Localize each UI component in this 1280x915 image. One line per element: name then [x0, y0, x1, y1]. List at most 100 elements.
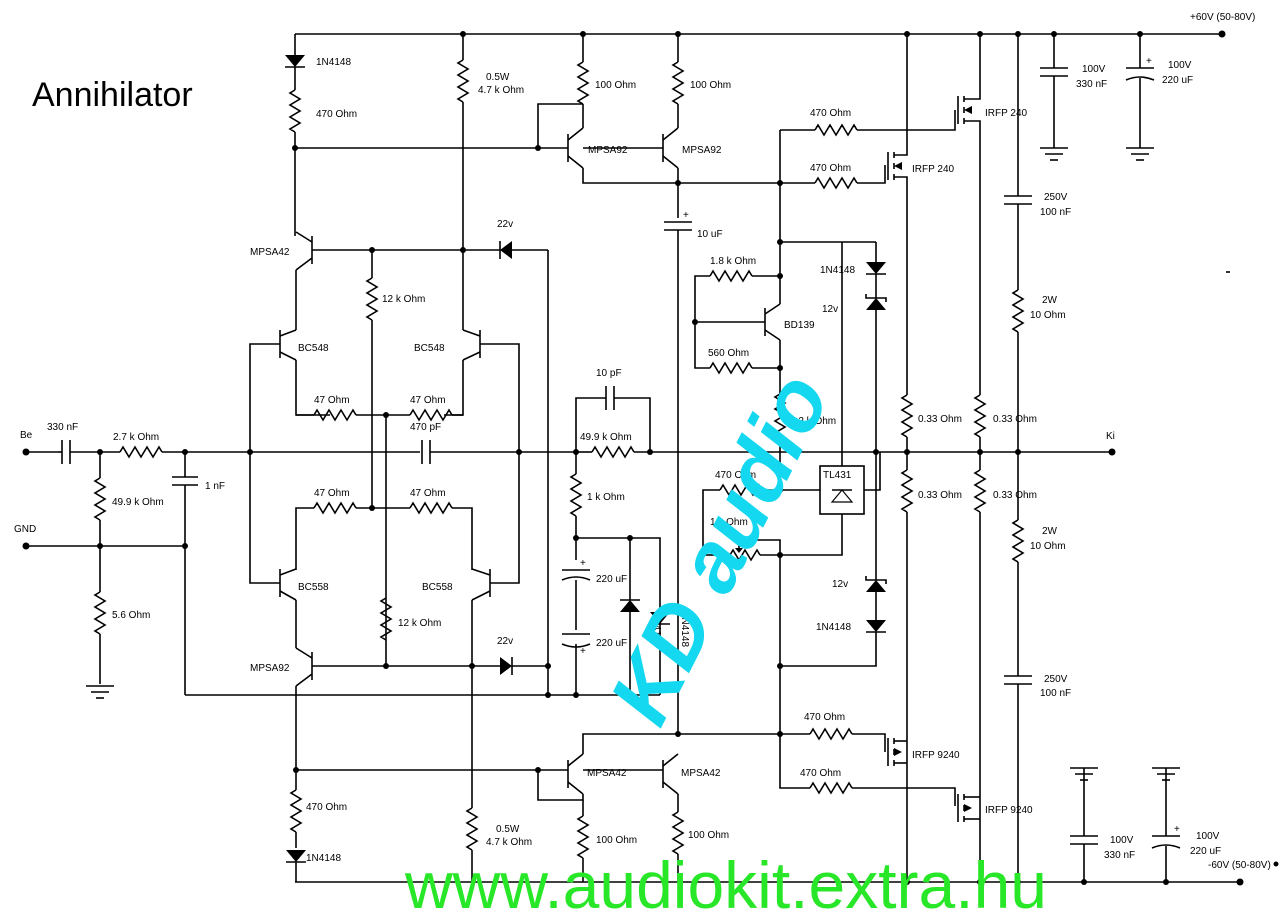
- bottom-mirror-resistor-a: 100 Ohm: [576, 800, 637, 882]
- mosfet-irfp9240-1: IRFP 9240: [887, 738, 960, 766]
- input-coupling-capacitor: 330 nF: [47, 422, 120, 464]
- c-10u-plus: +: [683, 210, 689, 221]
- protection-diode-top: 1N4148: [820, 242, 886, 276]
- bottom-mirror-resistor-b: 100 Ohm: [671, 794, 729, 882]
- bottom-mirror-transistor-b: MPSA42: [583, 753, 721, 795]
- c-bot-2-label: 220 uF: [1190, 846, 1221, 857]
- mosfet-irfp240-2: IRFP 240: [887, 34, 954, 395]
- ground-terminal: GND: [14, 524, 185, 550]
- zobel-resistor-bottom: 2W 10 Ohm: [1011, 452, 1066, 676]
- r-1k8-label: 1.8 k Ohm: [710, 256, 756, 267]
- q-bot-a-label: MPSA42: [587, 768, 627, 779]
- d-prot-bot-label: 1N4148: [816, 622, 851, 633]
- r-top-mid-w-label: 0.5W: [486, 72, 510, 83]
- top-transistor-mpsa42: MPSA42: [250, 148, 372, 330]
- filter-capacitor: 1 nF: [172, 449, 225, 695]
- r-47-1-label: 47 Ohm: [314, 395, 350, 406]
- r-1k-tl-label: 1 k Ohm: [710, 517, 748, 528]
- c-bot-1-v-label: 100V: [1110, 835, 1134, 846]
- r-in-label: 2.7 k Ohm: [113, 432, 159, 443]
- q-bias-label: BD139: [784, 320, 815, 331]
- r-bot-mid-label: 4.7 k Ohm: [486, 837, 532, 848]
- top-mirror-resistor-b: 100 Ohm: [671, 31, 731, 128]
- feedback-diode-a: 1N4148: [620, 538, 662, 695]
- r-1k2-label: 1.2 k Ohm: [790, 416, 836, 427]
- r-s2-label: 0.33 Ohm: [993, 414, 1037, 425]
- z-prot-top-label: 12v: [822, 304, 838, 315]
- stray-dot: [1273, 861, 1279, 867]
- resistor-1k: 1 k Ohm: [569, 452, 625, 560]
- source-resistor-2: 0.33 Ohm: [973, 394, 1037, 452]
- q-top-a-label: MPSA92: [588, 145, 628, 156]
- r-bot-label: 470 Ohm: [306, 802, 347, 813]
- c-top-2-label: 220 uF: [1162, 75, 1193, 86]
- c-10p-label: 10 pF: [596, 368, 622, 379]
- q-diff-p2-label: BC548: [414, 343, 445, 354]
- r-bot-b-label: 100 Ohm: [688, 830, 729, 841]
- c-220-a-plus: +: [580, 558, 586, 569]
- z-top-label: 22v: [497, 219, 513, 230]
- r-zob-t-label: 10 Ohm: [1030, 310, 1066, 321]
- resistor-47-top-left: 47 Ohm: [296, 395, 410, 422]
- r-560-label: 560 Ohm: [708, 348, 749, 359]
- q-diff-n1-label: BC558: [298, 582, 329, 593]
- bias-resistor-1k2: 1.2 k Ohm: [773, 393, 836, 490]
- url-watermark: www.audiokit.extra.hu: [404, 848, 1047, 915]
- c-top-2-plus: +: [1146, 56, 1152, 67]
- d-fb-b-label: 1N4148: [679, 612, 690, 647]
- r-47-4-label: 47 Ohm: [410, 488, 446, 499]
- r-top-mid-label: 4.7 k Ohm: [478, 85, 524, 96]
- resistor-12k-top: 12 k Ohm: [365, 250, 425, 510]
- source-resistor-3: 0.33 Ohm: [900, 452, 962, 882]
- r-s3-label: 0.33 Ohm: [918, 490, 962, 501]
- q-bot-label: MPSA92: [250, 663, 290, 674]
- zobel-resistor-top: 2W 10 Ohm: [1011, 289, 1066, 452]
- capacitor-220uf-b: + 220 uF: [561, 633, 627, 695]
- d-top-label: 1N4148: [316, 57, 351, 68]
- d-fb-a-label: 1N4148: [651, 612, 662, 647]
- resistor-12k-bottom: 12 k Ohm: [379, 597, 441, 641]
- input-label: Be: [20, 430, 33, 441]
- c-zob-b-label: 100 nF: [1040, 688, 1071, 699]
- r-47-3-label: 47 Ohm: [314, 488, 350, 499]
- zobel-capacitor-top: 250V 100 nF: [1004, 192, 1071, 290]
- r-g3-label: 470 Ohm: [804, 712, 845, 723]
- mosfet-irfp9240-2: IRFP 9240: [957, 794, 1033, 822]
- r-1k-label: 1 k Ohm: [587, 492, 625, 503]
- bottom-diode-1n4148: 1N4148: [286, 850, 341, 882]
- ground-label: GND: [14, 524, 36, 535]
- rail-capacitor-330nf-bottom: 100V 330 nF: [1070, 767, 1135, 885]
- m-n1-label: IRFP 9240: [912, 750, 960, 761]
- rail-capacitor-220uf-bottom: + 100V 220 uF: [1151, 767, 1221, 885]
- d-bot-label: 1N4148: [306, 853, 341, 864]
- r-470-tl-label: 470 Ohm: [715, 470, 756, 481]
- zener-22v-top: 22v: [497, 219, 548, 259]
- protection-diode-bottom: 1N4148: [780, 592, 886, 667]
- input-terminal: Be: [20, 430, 58, 456]
- mosfet-irfp240-1: IRFP 240: [957, 34, 1027, 395]
- q-diff-p1-label: BC548: [298, 343, 329, 354]
- r-zob-b-w-label: 2W: [1042, 526, 1058, 537]
- r-top-b-label: 100 Ohm: [690, 80, 731, 91]
- input-resistor: 2.7 k Ohm: [113, 432, 250, 459]
- source-resistor-4: 0.33 Ohm: [973, 452, 1037, 882]
- q-bot-b-label: MPSA42: [681, 768, 721, 779]
- zobel-capacitor-bottom: 250V 100 nF: [1004, 674, 1071, 882]
- c-bot-2-v-label: 100V: [1196, 831, 1220, 842]
- rail-capacitor-330nf-top: 100V 330 nF: [1040, 31, 1107, 161]
- tl431-regulator: TL431: [780, 242, 881, 556]
- tl-label: TL431: [823, 470, 852, 481]
- diff-transistor-p2: BC548: [414, 329, 520, 452]
- r-bot-mid-w-label: 0.5W: [496, 824, 520, 835]
- r-g4-label: 470 Ohm: [800, 768, 841, 779]
- positive-rail: +60V (50-80V): [295, 12, 1255, 38]
- top-mirror-transistor-b: MPSA92: [583, 127, 722, 218]
- r-bot-a-label: 100 Ohm: [596, 835, 637, 846]
- tl431-resistor-470: 470 Ohm: [702, 470, 820, 555]
- c-filt-label: 1 nF: [205, 481, 225, 492]
- c-bot-1-label: 330 nF: [1104, 850, 1135, 861]
- c-top-1-v-label: 100V: [1082, 64, 1106, 75]
- output-terminal: Ki: [1106, 431, 1116, 456]
- bias-transistor-bd139: BD139: [695, 303, 815, 341]
